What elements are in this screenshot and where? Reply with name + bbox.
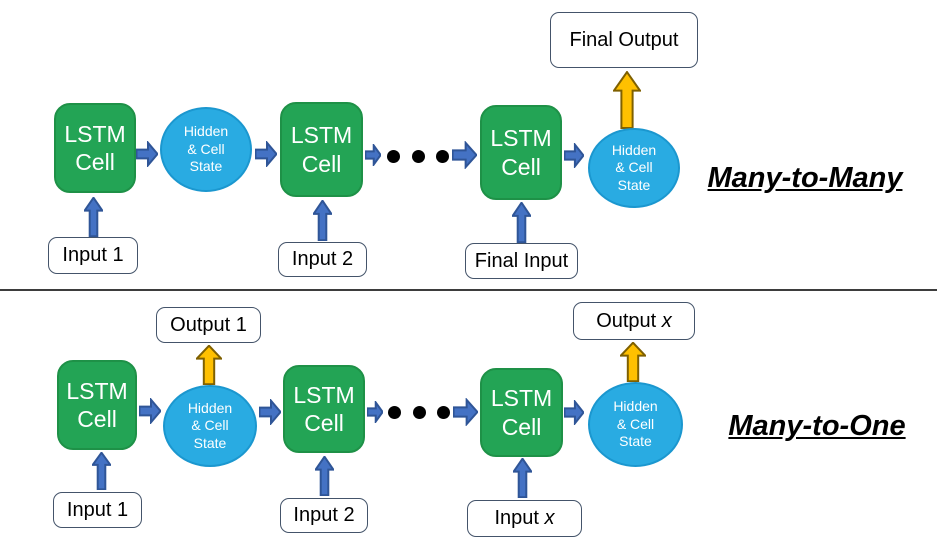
lstm-label-line2: Cell <box>77 406 117 432</box>
lstm-label-line2: Cell <box>75 149 115 175</box>
arrow-right-icon <box>139 398 161 424</box>
state-label-line2: & Cell <box>616 415 655 432</box>
arrow-right-icon <box>367 401 383 423</box>
many-to-many-title: Many-to-Many <box>707 162 903 194</box>
input2-label: Input 2 <box>293 504 355 526</box>
lstm-cell-bottom-1: LSTM Cell <box>57 360 137 450</box>
lstm-label-line2: Cell <box>304 410 344 436</box>
state-label-line3: State <box>193 434 227 451</box>
input-x-label-italic: x <box>544 507 555 529</box>
output1-label: Output 1 <box>170 313 247 336</box>
lstm-cell-bottom-3: LSTM Cell <box>480 368 563 457</box>
lstm-label-line2: Cell <box>301 150 342 177</box>
dot-icon <box>436 149 449 163</box>
state-label-line1: Hidden <box>613 398 658 415</box>
state-label-line1: Hidden <box>183 123 229 140</box>
arrow-up-from-input1-icon <box>92 452 111 490</box>
output-x-label: Output <box>596 309 662 332</box>
input2-box-top: Input 2 <box>278 242 367 277</box>
lstm-cell-top-3: LSTM Cell <box>480 105 562 200</box>
input-x-box: Input x <box>467 500 582 537</box>
lstm-cell-top-2: LSTM Cell <box>280 102 363 197</box>
ellipsis-dots <box>387 148 449 164</box>
hidden-cell-state-bottom-2: Hidden & Cell State <box>588 382 683 467</box>
dot-icon <box>437 405 450 419</box>
lstm-cell-top-1: LSTM Cell <box>54 103 136 193</box>
state-label-line1: Hidden <box>187 399 233 416</box>
lstm-label-line2: Cell <box>501 413 542 440</box>
input-x-label: Input <box>494 507 545 529</box>
arrow-right-icon <box>365 144 381 166</box>
arrow-right-icon <box>452 141 477 169</box>
arrow-up-from-final-input-icon <box>512 202 531 243</box>
dot-icon <box>388 405 401 419</box>
dot-icon <box>412 405 426 419</box>
state-label-line2: & Cell <box>615 159 653 176</box>
output-x-box: Output x <box>573 302 695 340</box>
section-divider <box>0 289 937 291</box>
dot-icon <box>387 149 400 163</box>
state-label-line3: State <box>617 176 651 193</box>
state-label-line2: & Cell <box>191 417 229 434</box>
input1-box-bottom: Input 1 <box>53 492 142 528</box>
lstm-label-line1: LSTM <box>293 381 355 408</box>
lstm-label-line1: LSTM <box>290 122 353 149</box>
state-label-line3: State <box>189 158 223 175</box>
arrow-up-to-output1-icon <box>196 345 222 385</box>
output1-box: Output 1 <box>156 307 261 343</box>
state-label-line1: Hidden <box>611 141 657 158</box>
lstm-label-line2: Cell <box>501 153 541 180</box>
input2-label: Input 2 <box>291 248 354 270</box>
hidden-cell-state-top-2: Hidden & Cell State <box>588 128 680 208</box>
final-input-box: Final Input <box>465 243 578 279</box>
final-output-box: Final Output <box>550 12 698 68</box>
arrow-up-from-input2-icon <box>313 200 332 241</box>
input2-box-bottom: Input 2 <box>280 498 368 533</box>
arrow-right-icon <box>453 398 478 426</box>
arrow-right-icon <box>255 141 277 167</box>
final-output-label: Final Output <box>569 28 679 51</box>
arrow-right-icon <box>136 141 158 167</box>
dot-icon <box>411 149 425 163</box>
arrow-up-to-final-output-icon <box>613 71 641 129</box>
many-to-one-title: Many-to-One <box>728 410 906 442</box>
arrow-up-from-input2-icon <box>315 456 334 496</box>
ellipsis-dots <box>388 404 450 420</box>
arrow-right-icon <box>259 399 281 425</box>
lstm-cell-bottom-2: LSTM Cell <box>283 365 365 453</box>
final-input-label: Final Input <box>474 249 569 272</box>
hidden-cell-state-top-1: Hidden & Cell State <box>160 107 252 192</box>
state-label-line2: & Cell <box>187 140 225 157</box>
arrow-right-icon <box>564 400 584 425</box>
output-x-label-italic: x <box>661 309 672 332</box>
arrow-up-to-output-x-icon <box>620 342 646 382</box>
lstm-label-line1: LSTM <box>64 120 126 147</box>
lstm-label-line1: LSTM <box>66 377 128 404</box>
arrow-up-from-input1-icon <box>84 197 103 237</box>
input1-label: Input 1 <box>66 498 129 521</box>
input1-box-top: Input 1 <box>48 237 138 274</box>
state-label-line3: State <box>619 433 652 450</box>
input1-label: Input 1 <box>62 244 124 266</box>
hidden-cell-state-bottom-1: Hidden & Cell State <box>163 385 257 467</box>
lstm-label-line1: LSTM <box>490 125 552 152</box>
lstm-label-line1: LSTM <box>490 385 553 412</box>
arrow-up-from-input-x-icon <box>513 458 532 498</box>
arrow-right-icon <box>564 143 584 168</box>
